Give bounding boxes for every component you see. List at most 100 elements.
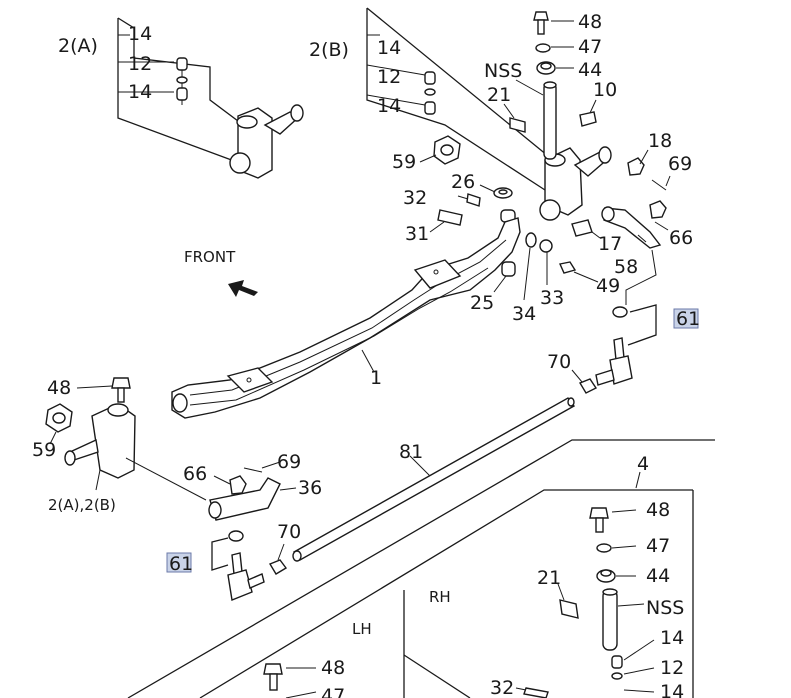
label-nss-inset: NSS: [646, 597, 684, 619]
label-lh: LH: [352, 620, 372, 638]
tie-rod-end-left: [227, 569, 253, 601]
label-69-top: 69: [668, 153, 692, 175]
label-47-top: 47: [578, 36, 602, 58]
callout-labels: 2(A) 14 12 14 2(B) 14 12 14 48 47 44 NSS…: [32, 11, 700, 698]
bolt-10: [579, 111, 597, 127]
label-48-lh: 48: [321, 657, 345, 679]
grease-fitting-21: [509, 117, 526, 133]
bushing-14-inset: [611, 655, 623, 669]
left-small-parts: [419, 135, 671, 233]
label-14-b-bottom: 14: [377, 95, 401, 117]
label-48-top: 48: [578, 11, 602, 33]
label-70-right: 70: [547, 351, 571, 373]
highlight-61-right: [673, 308, 699, 329]
highlight-61-left: [166, 552, 192, 573]
label-12-inset: 12: [660, 657, 684, 679]
inset-4-parts: [515, 471, 655, 698]
label-47-lh: 47: [321, 685, 345, 698]
label-81: 81: [399, 441, 423, 463]
label-59-left: 59: [32, 439, 56, 461]
bolt-48-top: [533, 11, 549, 21]
nut-66-left: [229, 475, 247, 495]
washer-47-top: [535, 43, 551, 53]
nut-70-right: [578, 378, 598, 394]
bolt-48-lh: [263, 663, 283, 675]
label-rh: RH: [429, 588, 451, 606]
label-32-top: 32: [403, 187, 427, 209]
label-2a: 2(A): [58, 35, 98, 57]
label-32-inset: 32: [490, 677, 514, 698]
steering-arm-58-group: [571, 200, 669, 305]
label-70-left: 70: [277, 521, 301, 543]
label-69-left: 69: [277, 451, 301, 473]
washer-47-inset: [596, 543, 612, 553]
steering-arm-36: [209, 477, 281, 521]
label-10: 10: [593, 79, 617, 101]
label-2b: 2(B): [309, 39, 349, 61]
front-arrow-group: [228, 280, 258, 297]
label-59-top: 59: [392, 151, 416, 173]
bushing-14a-bottom: [176, 87, 188, 101]
label-17: 17: [598, 233, 622, 255]
label-49: 49: [596, 275, 620, 297]
bolt-48-left: [111, 377, 131, 389]
left-knuckle-group: [45, 377, 207, 501]
fittings-top: [503, 79, 597, 133]
label-58: 58: [614, 256, 638, 278]
nut-34: [525, 232, 537, 248]
nut-18: [627, 157, 645, 176]
label-66-left: 66: [183, 463, 207, 485]
label-12-a: 12: [128, 53, 152, 75]
right-tie-rod-end: [571, 304, 657, 394]
axle-beam-1: [171, 217, 521, 419]
label-36: 36: [298, 477, 322, 499]
label-14-inset-top: 14: [660, 627, 684, 649]
shim-12a: [176, 76, 188, 84]
knuckle-2a-group: [117, 17, 304, 179]
shim-12b: [424, 88, 436, 96]
label-14-b-top: 14: [377, 37, 401, 59]
bolt-48-inset: [589, 507, 609, 519]
label-48-inset: 48: [646, 499, 670, 521]
label-14-inset-bottom: 14: [660, 681, 684, 698]
label-front: FRONT: [184, 248, 236, 266]
left-tie-rod-end: [211, 530, 288, 601]
spacer-25: [501, 261, 516, 277]
bushing-14a-top: [176, 57, 188, 71]
bushing-14b-bottom: [424, 101, 436, 115]
label-4: 4: [637, 453, 649, 475]
label-21-inset: 21: [537, 567, 561, 589]
label-1: 1: [370, 367, 382, 389]
bolt-31: [437, 209, 463, 226]
nut-49: [559, 261, 577, 274]
nut-66-top: [649, 200, 667, 219]
spring-pad-left: [226, 367, 274, 393]
king-pin-nss-inset: [602, 589, 618, 651]
label-14-a-bottom: 14: [128, 81, 152, 103]
top-fastener-stack: [533, 11, 574, 75]
label-34: 34: [512, 303, 536, 325]
bolt-17: [571, 219, 593, 237]
nut-70-left: [268, 559, 288, 575]
label-26: 26: [451, 171, 475, 193]
knuckle-2b-group: [366, 7, 612, 221]
label-21-top: 21: [487, 84, 511, 106]
label-31: 31: [405, 223, 429, 245]
label-48-left: 48: [47, 377, 71, 399]
bolt-32: [466, 193, 481, 207]
label-25: 25: [470, 292, 494, 314]
grease-fitting-21-inset: [559, 599, 579, 619]
washer-33: [539, 239, 553, 253]
seal-61-right: [612, 306, 628, 318]
label-61-left: 61: [169, 553, 193, 575]
bushing-14b-top: [424, 71, 436, 85]
label-61-right: 61: [676, 308, 700, 330]
center-small-parts: [493, 209, 599, 301]
seal-61-left: [228, 530, 244, 542]
frame-lines: [127, 439, 715, 698]
label-66-top: 66: [669, 227, 693, 249]
tie-rod-81: [292, 397, 576, 562]
front-arrow-icon: [228, 280, 258, 297]
